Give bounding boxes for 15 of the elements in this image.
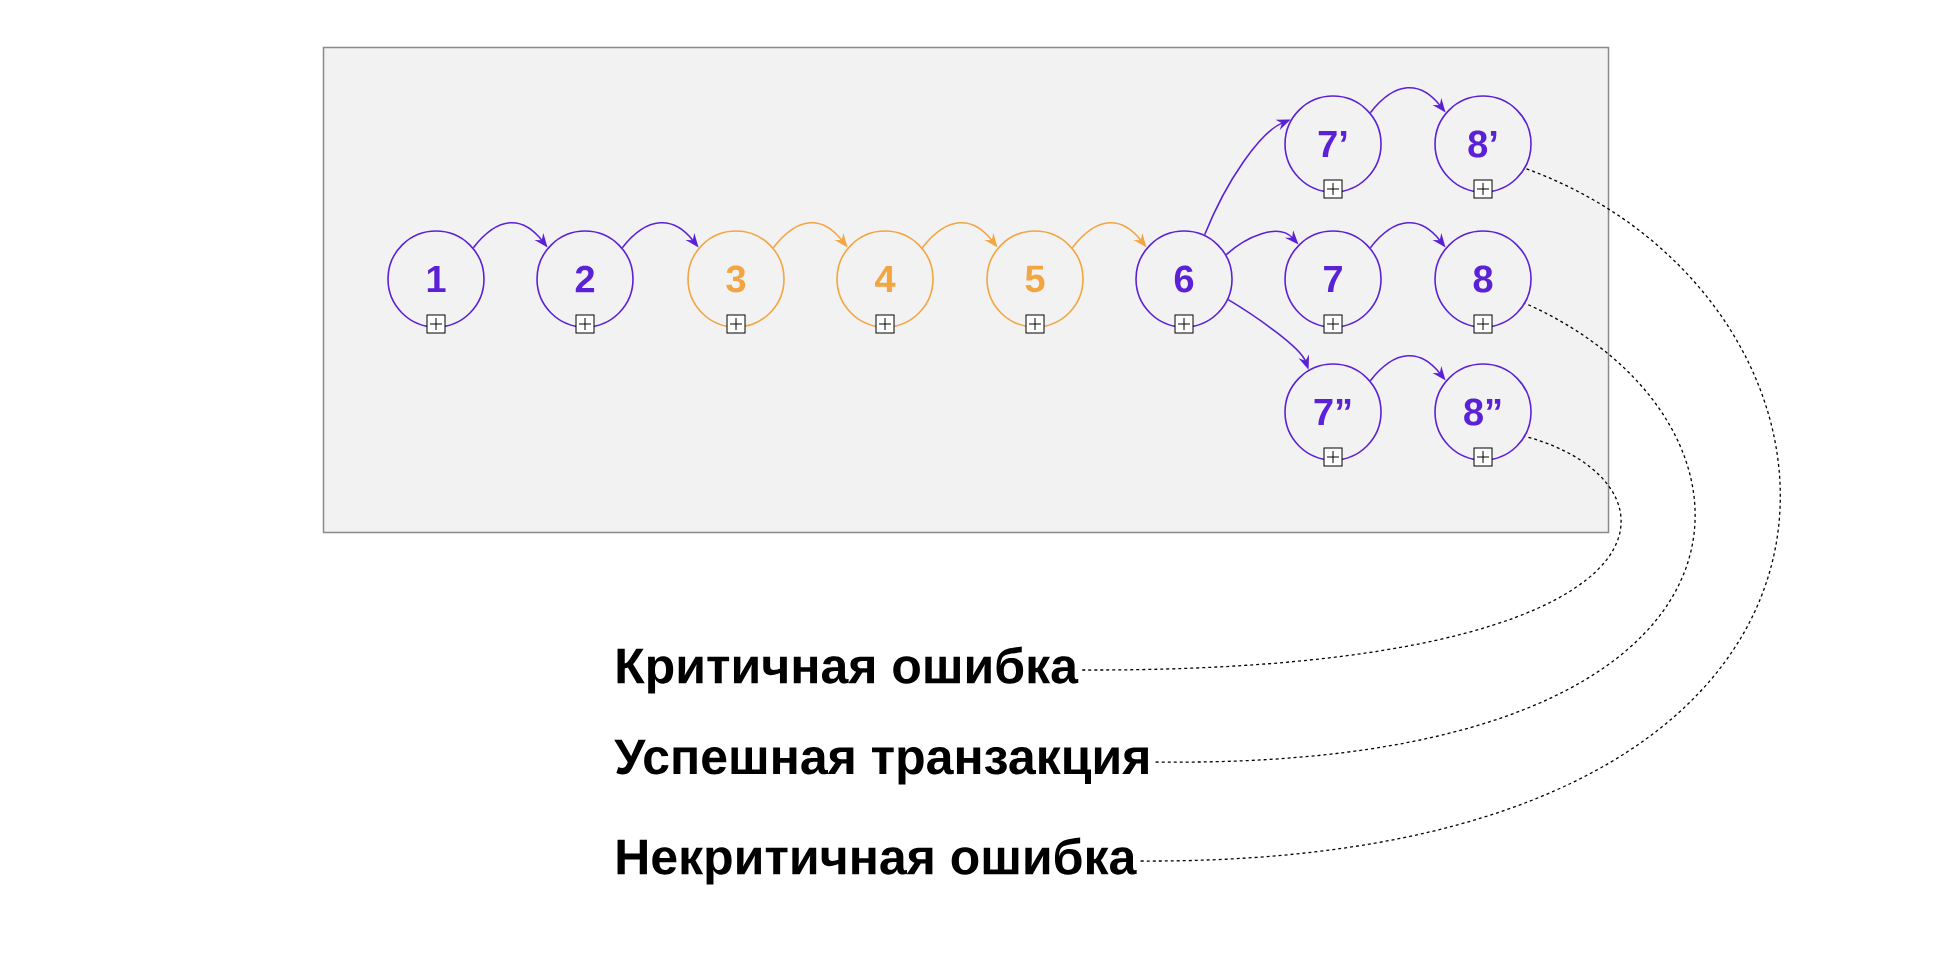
arrow xyxy=(1071,221,1147,249)
arrow xyxy=(1369,221,1446,249)
outcome-label: Критичная ошибка xyxy=(617,646,1079,694)
leader-line xyxy=(1081,435,1622,671)
arrow xyxy=(472,221,548,249)
arrow xyxy=(921,221,998,249)
arrow xyxy=(621,221,699,249)
outcome-label: Успешная транзакция xyxy=(614,739,1148,785)
leader-line xyxy=(1140,167,1781,862)
outcome-label: Некритичная ошибка xyxy=(617,837,1137,885)
panel xyxy=(322,46,1610,534)
arrow xyxy=(772,221,848,249)
arrow xyxy=(1369,354,1446,382)
leader-line xyxy=(1155,302,1696,763)
arrow xyxy=(1369,86,1446,114)
